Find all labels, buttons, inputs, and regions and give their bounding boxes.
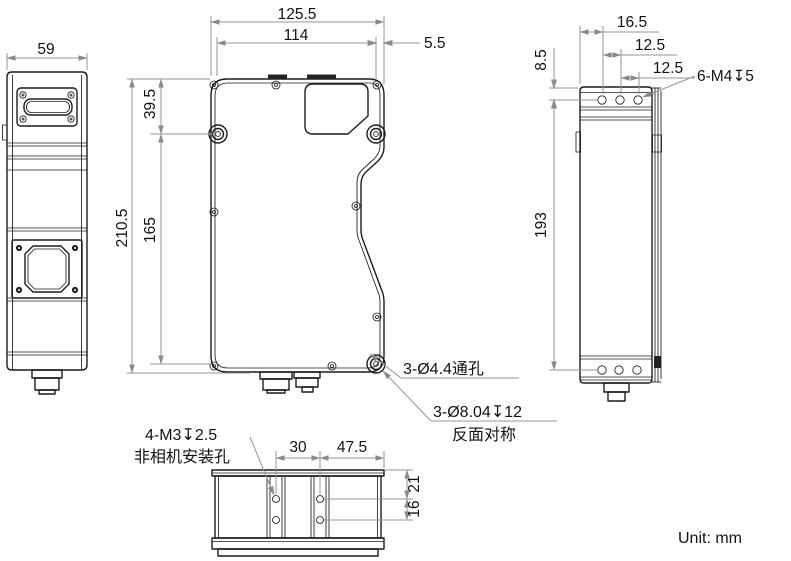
dim-bottom-edge: 47.5 (337, 439, 367, 456)
lens-window (11, 239, 83, 299)
flange-block (654, 356, 661, 368)
front-bottom-connectors (259, 371, 321, 394)
band-lines-bottom (580, 355, 652, 381)
dim-front-right-offset: 5.5 (424, 35, 446, 52)
screw-icons-top-plate (19, 91, 75, 123)
dim-right-pitch-a: 12.5 (635, 37, 665, 54)
mounting-holes (208, 124, 386, 374)
left-side-view (2, 53, 88, 395)
mount-strips (266, 477, 330, 538)
dim-front-top-to-hole: 39.5 (142, 89, 159, 119)
bottom-view (211, 436, 413, 557)
top-slot-plate (16, 87, 78, 127)
annotation-counterbore: 3-Ø8.04↧12 (433, 404, 522, 421)
dim-lines-bottom-view (249, 436, 413, 521)
top-tab (307, 74, 336, 79)
band-lines-top (580, 106, 652, 121)
annotation-leaders (369, 353, 557, 422)
dim-lines-right-view (549, 26, 696, 371)
annotation-through-hole: 3-Ø4.4通孔 (403, 360, 484, 378)
top-tab (268, 74, 287, 79)
dim-bottom-pitch: 30 (289, 439, 307, 456)
dim-right-first-hole: 16.5 (617, 14, 647, 31)
dim-lines-left-view (6, 53, 88, 70)
front-view (127, 16, 557, 422)
screw-icons-lens-plate (15, 244, 79, 294)
note-right-thread: 6-M4↧5 (697, 68, 754, 85)
bottom-flange (211, 537, 385, 550)
dim-left-width: 59 (37, 41, 54, 58)
thread-holes-bottom-view (272, 495, 324, 524)
dim-lines-front-view (127, 16, 420, 374)
dim-front-overall-width: 125.5 (278, 6, 317, 23)
rear-flange (652, 87, 662, 383)
annotation-mirror-note: 反面对称 (452, 426, 516, 444)
dim-right-hole-span: 193 (533, 212, 550, 238)
dim-bottom-depth-b: 16 (406, 500, 423, 517)
dim-right-top-offset: 8.5 (533, 49, 550, 71)
bottom-connector (31, 369, 63, 395)
thread-holes-bottom (597, 365, 642, 375)
side-notch (575, 131, 581, 153)
front-outline (210, 78, 385, 373)
dim-right-pitch-b: 12.5 (653, 60, 683, 77)
dim-front-inner-width: 114 (284, 27, 309, 44)
bottom-connector (603, 382, 630, 402)
flange-tab (652, 134, 662, 153)
right-side-view (549, 26, 696, 402)
screw-icons-front (209, 80, 382, 371)
note-bottom-desc: 非相机安装孔 (134, 448, 230, 466)
dim-front-mid-span: 165 (142, 217, 159, 243)
dimension-texts: 59 125.5 114 5.5 210.5 165 39.5 16.5 12.… (37, 6, 754, 547)
dim-front-overall-height: 210.5 (114, 209, 131, 248)
base-strip (217, 548, 379, 557)
thread-holes-top (597, 95, 643, 105)
unit-label: Unit: mm (678, 530, 742, 547)
bottom-view-body (214, 475, 382, 539)
note-bottom-thread: 4-M3↧2.5 (145, 427, 217, 444)
dim-bottom-depth-a: 21 (406, 475, 423, 492)
side-notch (2, 124, 8, 141)
front-window-cutout (304, 83, 369, 135)
